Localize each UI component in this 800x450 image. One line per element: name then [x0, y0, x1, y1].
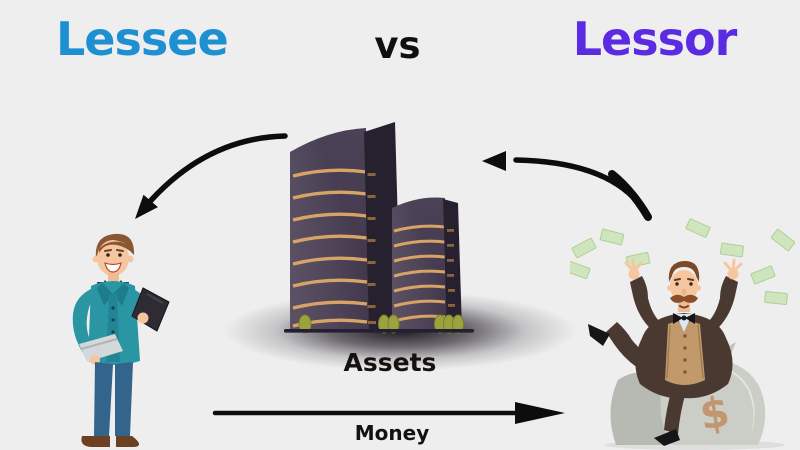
lessor-vest — [665, 321, 705, 385]
lessor-nose — [681, 288, 687, 296]
money-bills — [570, 218, 796, 306]
lessor-arm-right — [704, 276, 738, 332]
lessor-brows — [674, 278, 694, 281]
lessor-bow-tie — [673, 313, 695, 324]
lessor-mouth — [679, 305, 689, 309]
building-left-tower-stripes — [292, 168, 368, 328]
lessee-hair — [95, 233, 135, 258]
lessee-shoe-right — [116, 436, 140, 447]
lessee-pants-right — [115, 362, 133, 436]
lessee-title: Lessee — [56, 12, 229, 66]
arrow-money-lessee-to-lessor — [212, 402, 565, 424]
lessor-hand-left — [624, 258, 643, 280]
lessor-leg-down — [664, 388, 686, 434]
money-label: Money — [354, 421, 430, 445]
building-left-tower-sheen — [290, 128, 370, 331]
lessee-tablet-edge — [146, 293, 164, 304]
assets-label: Assets — [343, 348, 437, 377]
lessee-fringe — [99, 241, 130, 253]
lessee-face — [97, 240, 129, 276]
lessor-vest-edges — [666, 324, 704, 379]
lessee-eye-right — [118, 253, 122, 257]
lessee-character — [72, 233, 170, 447]
lessor-vest-buttons — [683, 334, 687, 374]
lessor-arm-left — [630, 276, 664, 332]
lessor-face — [670, 270, 698, 302]
building-left-core-windows — [367, 173, 376, 324]
money-bag-highlight — [726, 370, 755, 436]
lessor-title: Lessor — [572, 12, 738, 66]
arrowhead-to-assets — [482, 151, 506, 171]
arrowhead-to-lessee — [135, 194, 158, 219]
lessee-brows — [104, 249, 124, 252]
lessee-lapels — [97, 283, 129, 306]
lessee-pants-left — [94, 362, 113, 436]
lessee-smile — [104, 262, 122, 273]
lessor-character: $ — [570, 218, 796, 450]
lessor-shoe-down — [654, 429, 680, 446]
lessee-jacket-left-arm — [72, 288, 99, 356]
lessee-laptop-edge — [80, 338, 118, 350]
arrow-lessor-to-assets — [482, 151, 652, 221]
lessor-eye-right — [689, 282, 693, 286]
building-right-tower-sheen — [392, 197, 447, 331]
arrowhead-money — [515, 402, 565, 424]
lessee-neck — [108, 273, 119, 281]
vs-title: vs — [374, 24, 421, 67]
lessee-eye-left — [106, 253, 110, 257]
lessor-bow-knot — [681, 315, 687, 321]
lessor-eye-left — [675, 282, 679, 286]
assets-building-illustration — [224, 122, 576, 370]
lessee-right-hand — [137, 312, 149, 324]
lessor-mustache — [670, 294, 698, 303]
lessor-shoe-kicked — [588, 324, 610, 346]
building-ground-line — [284, 329, 474, 333]
lessor-hand-right — [723, 258, 743, 280]
lessor-hair — [668, 260, 700, 282]
lessee-shoe-left — [81, 436, 110, 447]
building-right-tower-core — [443, 199, 462, 331]
arrow-assets-to-lessee — [135, 133, 288, 219]
building-bushes — [298, 314, 464, 334]
building-right-tower-stripes — [393, 224, 446, 323]
